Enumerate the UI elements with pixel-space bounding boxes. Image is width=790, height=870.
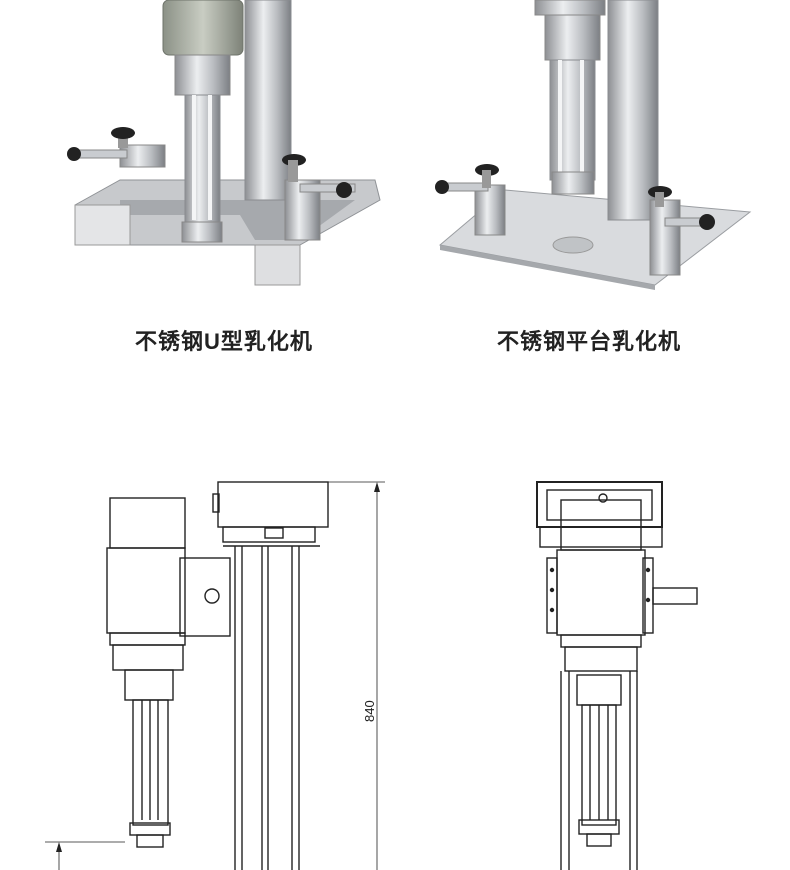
side-view-drawing: [45, 481, 385, 870]
height-dimension-label: 840: [362, 700, 377, 722]
platform-emulsifier-image: [435, 0, 752, 290]
front-view-drawing: [536, 481, 698, 870]
u-type-emulsifier-caption: 不锈钢U型乳化机: [135, 329, 313, 354]
u-type-emulsifier-image: [67, 0, 381, 286]
platform-emulsifier-caption: 不锈钢平台乳化机: [497, 329, 682, 354]
